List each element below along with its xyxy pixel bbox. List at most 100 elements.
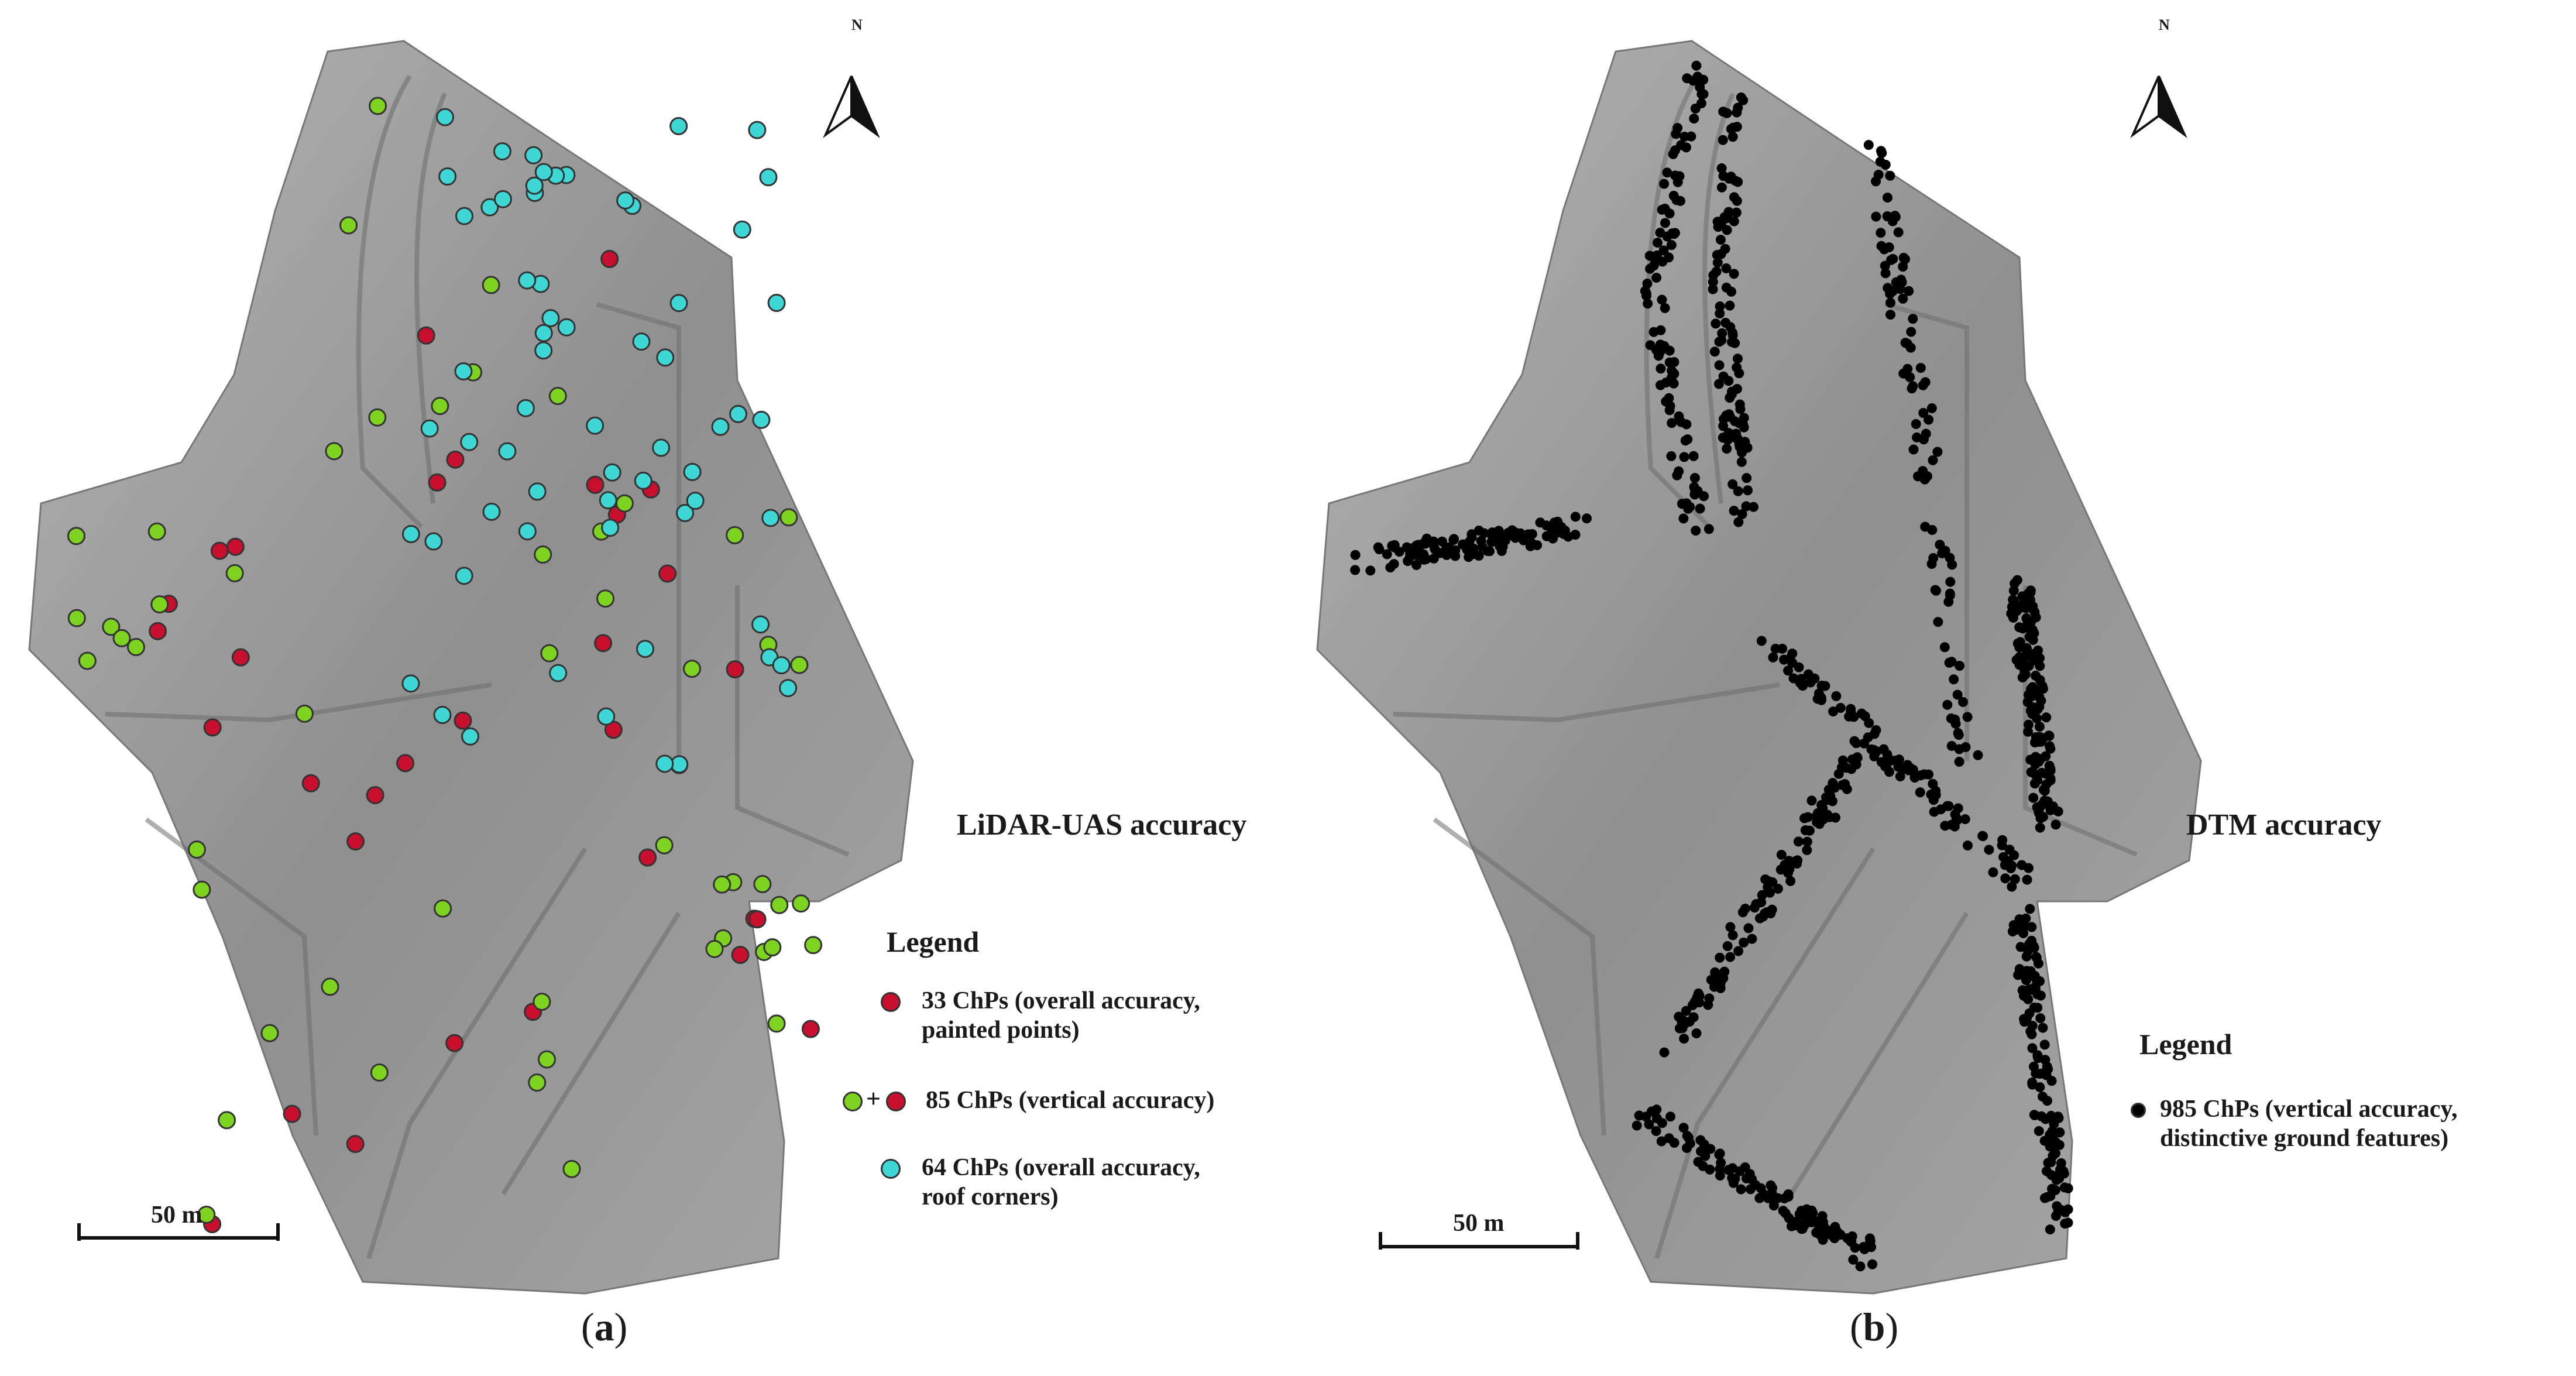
legend-item-vertical: + 85 ChPs (vertical accuracy) — [843, 1085, 1323, 1121]
checkpoint-dtm — [1736, 92, 1746, 103]
checkpoint-dtm — [1911, 419, 1921, 430]
legend-label-painted-2: painted points) — [922, 1017, 1080, 1044]
checkpoint-dtm — [1867, 1259, 1878, 1269]
checkpoint-dtm — [2000, 873, 2011, 884]
checkpoint-dtm — [1915, 787, 1925, 798]
checkpoint-dtm — [1715, 952, 1725, 963]
checkpoint-roof — [518, 271, 537, 290]
checkpoint-dtm — [1728, 122, 1739, 133]
checkpoint-dtm — [2017, 591, 2028, 602]
checkpoint-dtm — [1699, 1139, 1709, 1149]
checkpoint-dtm — [1679, 452, 1689, 462]
checkpoint-dtm — [1734, 399, 1745, 410]
checkpoint-vertical — [528, 1073, 547, 1092]
checkpoint-dtm — [1915, 363, 1926, 373]
checkpoint-dtm — [1487, 527, 1497, 538]
checkpoint-dtm — [1691, 1028, 1702, 1039]
checkpoint-vertical — [792, 894, 810, 913]
checkpoint-painted — [210, 541, 229, 560]
checkpoint-painted — [346, 1135, 365, 1154]
checkpoint-dtm — [1722, 444, 1732, 454]
checkpoint-dtm — [1710, 967, 1720, 977]
checkpoint-painted — [594, 634, 613, 653]
checkpoint-vertical — [434, 899, 452, 918]
checkpoint-dtm — [1898, 764, 1909, 774]
legend-label-vertical: 85 ChPs (vertical accuracy) — [926, 1087, 1215, 1114]
checkpoint-dtm — [1883, 283, 1893, 293]
checkpoint-dtm — [1686, 131, 1696, 142]
checkpoint-dtm — [2017, 623, 2028, 634]
checkpoint-vertical — [482, 276, 500, 294]
checkpoint-dtm — [1731, 207, 1742, 218]
checkpoint-vertical — [193, 880, 211, 899]
checkpoint-dtm — [1727, 337, 1737, 347]
checkpoint-dtm — [1582, 513, 1592, 524]
checkpoint-roof — [634, 471, 652, 490]
checkpoint-dtm — [1665, 1111, 1675, 1122]
checkpoint-dtm — [1734, 442, 1745, 452]
checkpoint-dtm — [1641, 288, 1651, 298]
checkpoint-dtm — [1695, 503, 1705, 514]
checkpoint-dtm — [1849, 736, 1860, 746]
checkpoint-dtm — [2035, 1013, 2046, 1024]
checkpoint-dtm — [1535, 517, 1545, 528]
checkpoint-dtm — [2034, 808, 2044, 818]
checkpoint-dtm — [1719, 212, 1730, 222]
checkpoint-dtm — [2038, 1022, 2048, 1033]
checkpoint-dtm — [1802, 836, 1812, 847]
checkpoint-dtm — [1737, 509, 1747, 519]
checkpoint-vertical — [537, 1050, 556, 1069]
checkpoint-vertical — [370, 1063, 389, 1082]
checkpoint-dtm — [2051, 819, 2061, 830]
checkpoint-dtm — [1863, 140, 1874, 150]
checkpoint-roof — [686, 492, 705, 510]
checkpoint-dtm — [1783, 867, 1794, 878]
checkpoint-dtm — [1794, 662, 1804, 672]
checkpoint-dtm — [1733, 486, 1743, 496]
checkpoint-dtm — [1871, 211, 1881, 222]
checkpoint-roof — [541, 309, 560, 328]
checkpoint-dtm — [2019, 921, 2030, 932]
checkpoint-dtm — [1906, 327, 1916, 337]
checkpoint-vertical — [102, 617, 121, 636]
checkpoint-dtm — [1674, 1011, 1684, 1022]
checkpoint-roof — [632, 332, 651, 351]
legend-item-roof: 64 ChPs (overall accuracy,roof corners) — [881, 1153, 1361, 1217]
panel-title-a: LiDAR-UAS accuracy — [957, 808, 1247, 842]
checkpoint-roof — [669, 294, 688, 313]
checkpoint-vertical — [533, 993, 551, 1011]
checkpoint-dtm — [1653, 238, 1663, 248]
checkpoint-dtm — [1882, 749, 1892, 760]
checkpoint-dtm — [1784, 856, 1794, 866]
checkpoint-vertical — [295, 704, 314, 723]
checkpoint-dtm — [1758, 911, 1768, 922]
checkpoint-dtm — [1953, 803, 1963, 814]
checkpoint-dtm — [1732, 362, 1742, 373]
checkpoint-dtm — [1704, 993, 1715, 1004]
checkpoint-dtm — [1667, 418, 1677, 428]
legend-label-roof-1: 64 ChPs (overall accuracy, — [922, 1154, 1200, 1181]
checkpoint-dtm — [1918, 434, 1929, 445]
checkpoint-dtm — [1718, 171, 1729, 181]
checkpoint-roof — [401, 674, 420, 693]
checkpoint-dtm — [2042, 1096, 2052, 1106]
checkpoint-dtm — [1809, 673, 1820, 684]
checkpoint-roof — [601, 519, 620, 537]
checkpoint-dtm — [2051, 1175, 2062, 1185]
checkpoint-dtm — [1880, 159, 1891, 170]
checkpoint-dtm — [1768, 1200, 1779, 1211]
checkpoint-dtm — [2005, 863, 2016, 874]
checkpoint-dtm — [1685, 1138, 1695, 1149]
checkpoint-dtm — [2032, 1050, 2043, 1061]
checkpoint-painted — [203, 718, 222, 737]
caption-a: (a) — [581, 1305, 628, 1349]
checkpoint-dtm — [1793, 836, 1804, 847]
checkpoint-dtm — [1717, 328, 1727, 338]
checkpoint-roof — [534, 324, 553, 342]
checkpoint-dtm — [1382, 549, 1392, 560]
checkpoint-dtm — [1747, 934, 1757, 944]
checkpoint-dtm — [1749, 903, 1760, 913]
checkpoint-dtm — [1450, 551, 1461, 561]
checkpoint-painted — [226, 537, 245, 556]
checkpoint-roof — [603, 463, 621, 482]
